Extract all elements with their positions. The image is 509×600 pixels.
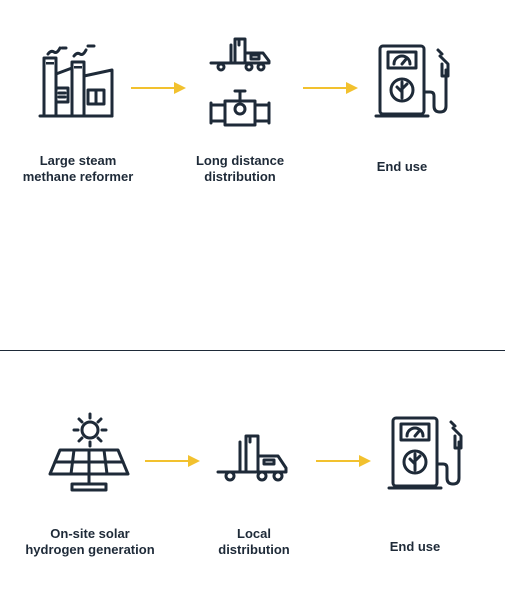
flow-arrow [303, 82, 358, 94]
step-label: End use [363, 539, 467, 555]
fuel-pump-leaf-icon [387, 414, 465, 492]
label-line: End use [389, 539, 441, 554]
label-line: Long distance [195, 153, 285, 168]
truck-and-pipeline-valve-icon [205, 35, 275, 135]
label-line: Local [237, 526, 271, 541]
label-line: Large steam [39, 153, 117, 168]
flow-arrow [316, 455, 371, 467]
label-line: distribution [218, 542, 290, 557]
fuel-pump-leaf-icon [374, 42, 452, 120]
truck-icon [212, 432, 292, 484]
solar-panel-sun-icon [44, 410, 134, 496]
label-line: End use [376, 159, 428, 174]
flow-arrow [131, 82, 186, 94]
step-label: Long distance distribution [176, 153, 304, 185]
flow-arrow [145, 455, 200, 467]
label-line: hydrogen generation [25, 542, 155, 557]
step-label: End use [350, 159, 454, 175]
label-line: distribution [204, 169, 276, 184]
step-label: Local distribution [196, 526, 312, 558]
factory-icon [36, 40, 116, 120]
section-divider [0, 350, 505, 351]
label-line: On-site solar [50, 526, 130, 541]
label-line: methane reformer [22, 169, 134, 184]
step-label: Large steam methane reformer [14, 153, 142, 185]
step-label: On-site solar hydrogen generation [20, 526, 160, 558]
